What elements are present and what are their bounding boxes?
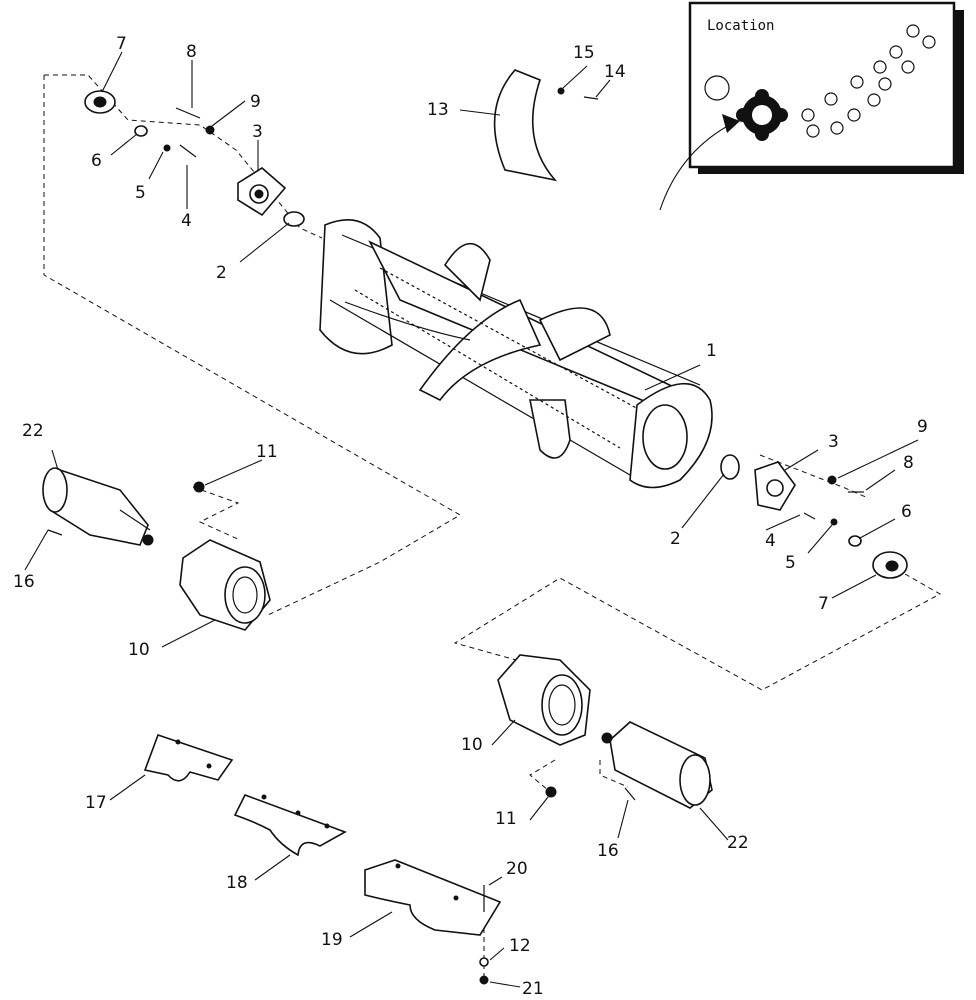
callout-2-left: 2 — [216, 263, 227, 283]
right-end-parts — [720, 454, 908, 579]
washer-12 — [479, 957, 489, 967]
callout-2-right: 2 — [670, 529, 681, 549]
callout-4-left: 4 — [181, 211, 192, 231]
callout-7-right: 7 — [818, 594, 829, 614]
callout-10-left: 10 — [128, 640, 150, 660]
callout-16-right: 16 — [597, 841, 619, 861]
callout-19: 19 — [321, 930, 343, 950]
callout-labels: 1 2 2 3 3 4 4 5 5 6 6 7 7 8 8 9 9 10 10 … — [13, 34, 928, 999]
bolt-4-left — [179, 144, 197, 158]
callout-8-left: 8 — [186, 42, 197, 62]
callout-3-right: 3 — [828, 432, 839, 452]
blade-13 — [493, 69, 599, 182]
callout-22-left: 22 — [22, 421, 44, 441]
bolt-8-left — [175, 107, 201, 119]
nut-11-left — [193, 481, 205, 493]
callout-5-left: 5 — [135, 183, 146, 203]
motor-right — [601, 721, 713, 809]
callout-11-left: 11 — [256, 442, 278, 462]
nut-left — [163, 144, 171, 152]
callout-7-left: 7 — [116, 34, 127, 54]
assembly-lines — [43, 74, 942, 978]
callout-13: 13 — [427, 100, 449, 120]
callout-21: 21 — [522, 979, 544, 999]
left-end-parts — [84, 90, 305, 227]
bolt-16-right — [624, 787, 636, 801]
housing-left — [179, 539, 271, 631]
nut-5-right — [830, 518, 838, 526]
nut-21 — [479, 975, 489, 985]
callout-18: 18 — [226, 873, 248, 893]
location-title: Location — [707, 18, 774, 34]
callout-5-right: 5 — [785, 553, 796, 573]
nut-11-right — [545, 786, 557, 798]
callout-17: 17 — [85, 793, 107, 813]
bearing-left — [237, 167, 287, 217]
motor-left — [42, 467, 154, 546]
auger-tube — [319, 218, 713, 489]
plate-17 — [143, 733, 234, 782]
plate-18 — [233, 794, 347, 857]
callout-20: 20 — [506, 859, 528, 879]
callout-6-left: 6 — [91, 151, 102, 171]
nut-9-right — [827, 475, 837, 485]
callout-15: 15 — [573, 43, 595, 63]
callout-6-right: 6 — [901, 502, 912, 522]
callout-14: 14 — [604, 62, 626, 82]
callout-11-right: 11 — [495, 809, 517, 829]
auger-location-marker — [736, 89, 788, 141]
callout-16-left: 16 — [13, 572, 35, 592]
callout-1: 1 — [706, 341, 717, 361]
leader-lines — [24, 51, 919, 988]
callout-22-right: 22 — [727, 833, 749, 853]
callout-9-left: 9 — [250, 92, 261, 112]
washer-right — [848, 535, 862, 547]
bearing-right — [754, 461, 796, 511]
nut-9-left — [205, 125, 215, 135]
location-inset: Location — [659, 1, 964, 211]
housing-right — [497, 654, 591, 746]
plate-19 — [364, 859, 502, 936]
callout-3-left: 3 — [252, 122, 263, 142]
callout-10-right: 10 — [461, 735, 483, 755]
callout-8-right: 8 — [903, 453, 914, 473]
pulley-right — [872, 551, 908, 579]
bolt-4-right — [803, 512, 816, 520]
ring-left — [283, 211, 305, 227]
callout-9-right: 9 — [917, 417, 928, 437]
pulley-left — [84, 90, 116, 114]
ring-right — [720, 454, 740, 480]
callout-4-right: 4 — [765, 531, 776, 551]
washer-left — [134, 125, 148, 137]
callout-12: 12 — [509, 936, 531, 956]
